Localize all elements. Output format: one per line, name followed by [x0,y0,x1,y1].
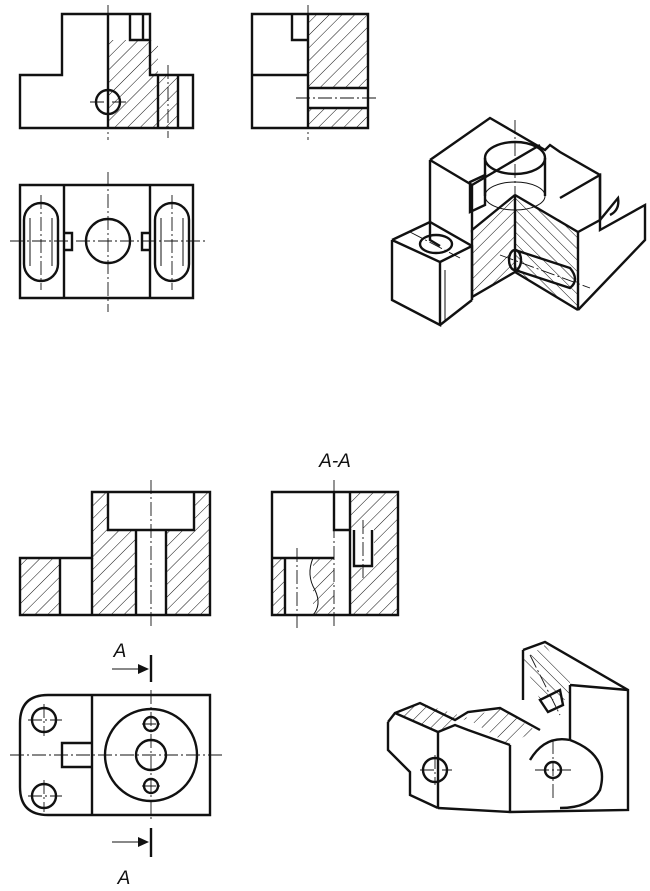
plan-view-top [10,172,205,312]
front-section-bottom [18,480,212,628]
cut-line-marker-top [112,655,153,682]
cut-label-top: A [113,641,127,662]
isometric-view-bottom [386,640,630,814]
plan-view-bottom [10,690,222,822]
section-title: A-A [318,451,351,472]
front-view-top [18,5,195,140]
side-view-top [250,5,378,140]
isometric-view-top [390,116,647,327]
cut-line-marker-bottom [112,828,153,857]
side-section-bottom [270,480,400,628]
cut-label-bottom: A [117,868,131,889]
